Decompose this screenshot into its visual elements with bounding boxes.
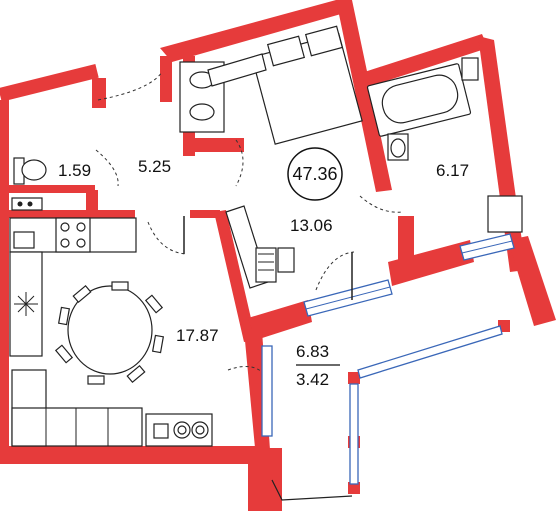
sink-icon — [179, 61, 225, 133]
water-meter-icon — [11, 197, 43, 211]
washing-machine-icon — [487, 195, 523, 233]
wardrobe — [207, 53, 267, 87]
dining-table-icon — [54, 281, 165, 385]
bath-meter-icon — [461, 57, 479, 81]
area-loggia-reduced: 3.42 — [296, 370, 329, 389]
area-bath: 6.17 — [436, 161, 469, 180]
area-loggia-full: 6.83 — [296, 342, 329, 361]
sofa-icon — [11, 369, 143, 447]
doors — [95, 71, 403, 373]
kitchen-sink-icon — [145, 413, 213, 447]
loggia-outline — [271, 479, 353, 501]
stove-icon — [9, 217, 137, 357]
area-labels: 47.36 1.59 5.25 13.06 6.17 17.87 6.83 3.… — [58, 147, 469, 389]
windows — [261, 233, 515, 485]
total-area-circle — [287, 147, 343, 201]
toilet-icon — [13, 157, 47, 185]
bath-sink-icon — [387, 133, 409, 161]
bed-icon — [251, 25, 363, 145]
desk-icon — [225, 205, 295, 289]
area-bedroom: 13.06 — [290, 216, 333, 235]
area-hall: 5.25 — [138, 157, 171, 176]
area-kitchen: 17.87 — [176, 326, 219, 345]
bathtub-icon — [366, 63, 472, 137]
area-wc: 1.59 — [58, 161, 91, 180]
total-area-label: 47.36 — [292, 164, 337, 184]
